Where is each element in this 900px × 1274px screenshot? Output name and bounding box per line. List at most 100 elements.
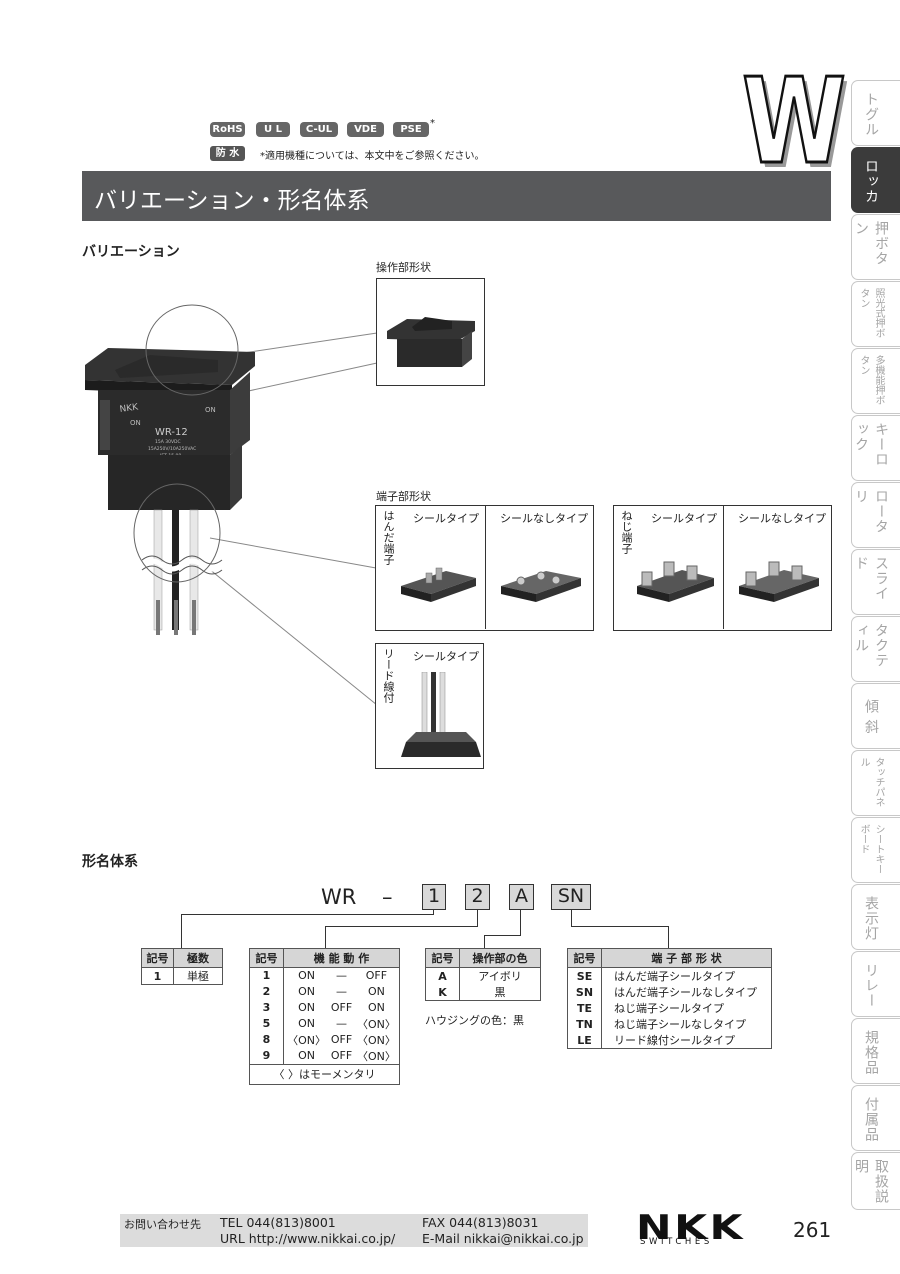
table-row: TE ねじ端子シールタイプ (567, 1000, 772, 1016)
connector-line (477, 910, 478, 927)
no-seal-type-label: シールなしタイプ (738, 512, 826, 525)
table-cell: 1 (249, 967, 284, 984)
cell-divider (723, 506, 724, 629)
tab-label: タクティル (853, 623, 889, 668)
tab-relay[interactable]: リレー (851, 951, 900, 1017)
connector-line (484, 935, 485, 948)
tab-multifunction-pushbutton[interactable]: 多機能押ボタン (851, 348, 900, 414)
email-link[interactable]: E-Mail nikkai@nikkai.co.jp (422, 1231, 584, 1246)
table-cell: ON (298, 985, 316, 998)
table-cell: 2 (249, 983, 284, 1000)
no-seal-type-label: シールなしタイプ (500, 512, 588, 525)
connector-line (668, 926, 669, 948)
tab-pushbutton[interactable]: 押ボタン (851, 214, 900, 280)
switch-model-mark: WR-12 (155, 427, 188, 438)
tab-label: 傾 斜 (863, 699, 879, 735)
table-cell: 〈ON〉 (353, 1015, 400, 1032)
cell-divider (485, 506, 486, 629)
tab-label: 表示灯 (863, 895, 879, 941)
page-number: 261 (793, 1218, 832, 1242)
connector-line (520, 910, 521, 936)
tab-label: スライド (853, 556, 889, 601)
tab-standard[interactable]: 規格品 (851, 1018, 900, 1084)
table-row: TN ねじ端子シールなしタイプ (567, 1016, 772, 1032)
momentary-footnote: 〈 〉はモーメンタリ (249, 1063, 400, 1085)
seal-type-label: シールタイプ (413, 650, 479, 663)
table-cell: — (335, 969, 347, 983)
switch-on-mark-right: ON (205, 406, 216, 414)
nkk-logo-subtitle: SWITCHES (640, 1237, 713, 1247)
connector-line (325, 926, 326, 948)
table-cell: SN (567, 984, 602, 1000)
table-cell: TE (567, 1000, 602, 1016)
connector-line (181, 914, 182, 948)
table-cell: — (335, 1017, 347, 1030)
applicable-note: *適用機種については、本文中をご参照ください。 (260, 151, 485, 162)
table-header: 記号 (425, 948, 460, 968)
table-cell: SE (567, 967, 602, 984)
solder-terminal-box: はんだ端子 シールタイプ シールなしタイプ (375, 505, 594, 631)
table-row: 9 ON OFF 〈ON〉 (249, 1047, 400, 1064)
contact-footer: お問い合わせ先 TEL 044(813)8001 FAX 044(813)803… (120, 1214, 588, 1247)
website-link[interactable]: URL http://www.nikkai.co.jp/ (220, 1231, 396, 1246)
tab-label: 取扱説明 (853, 1159, 889, 1204)
tab-toggle[interactable]: トグル (851, 80, 900, 146)
tab-accessories[interactable]: 付属品 (851, 1085, 900, 1151)
tab-label: 付属品 (863, 1096, 879, 1142)
table-row: LE リード線付シールタイプ (567, 1032, 772, 1049)
lead-wire-box: リード線付 シールタイプ (375, 643, 484, 769)
table-cell: ON (353, 983, 400, 1000)
terminal-table: 記号 端 子 部 形 状 SE はんだ端子シールタイプ SN はんだ端子シールな… (567, 948, 772, 1049)
tab-illuminated-pushbutton[interactable]: 照光式押ボタン (851, 281, 900, 347)
table-header: 操作部の色 (459, 948, 541, 968)
tab-keylock[interactable]: キーロック (851, 415, 900, 481)
tab-rotary[interactable]: ロータリ (851, 482, 900, 548)
table-cell: アイボリ (459, 967, 541, 984)
table-cell: 〈ON〉 (353, 1031, 400, 1048)
series-letter: W (741, 52, 848, 190)
page-title: バリエーション・形名体系 (94, 188, 370, 214)
table-footnote-row: 〈 〉はモーメンタリ (249, 1063, 400, 1085)
tab-tactile[interactable]: タクティル (851, 616, 900, 682)
table-cell: リード線付シールタイプ (601, 1032, 772, 1049)
tab-touch-panel[interactable]: タッチパネル (851, 750, 900, 816)
table-cell: ON (298, 1049, 316, 1062)
table-cell: 3 (249, 999, 284, 1016)
tab-label: タッチパネル (858, 757, 884, 807)
tab-instructions[interactable]: 取扱説明 (851, 1152, 900, 1210)
table-cell: はんだ端子シールなしタイプ (601, 984, 772, 1000)
table-cell: 〈ON〉 (353, 1047, 400, 1064)
contact-label: お問い合わせ先 (124, 1218, 201, 1231)
pse-badge: PSE (393, 122, 429, 137)
code-box-function: 2 (465, 884, 490, 910)
tab-label: トグル (863, 91, 879, 137)
terminal-shape-label: 端子部形状 (376, 490, 431, 503)
table-row: 2 ON — ON (249, 983, 400, 1000)
tab-label: シートキーボード (858, 824, 884, 874)
poles-table: 記号 極数 1 単極 (141, 948, 223, 985)
connector-line (433, 910, 434, 915)
table-header: 記号 (249, 948, 284, 968)
tab-indicator[interactable]: 表示灯 (851, 884, 900, 950)
table-cell: TN (567, 1016, 602, 1032)
switch-brand-mark: NKK (119, 402, 140, 415)
table-cell: 8 (249, 1031, 284, 1048)
table-cell: 1 (141, 967, 174, 985)
connector-line (484, 935, 521, 936)
table-cell: OFF (353, 967, 400, 984)
table-cell: — (335, 985, 347, 998)
tab-rocker[interactable]: ロッカ (851, 147, 900, 213)
table-row: 8 〈ON〉 OFF 〈ON〉 (249, 1031, 400, 1048)
tab-slide[interactable]: スライド (851, 549, 900, 615)
tab-sheet-keyboard[interactable]: シートキーボード (851, 817, 900, 883)
table-header: 機 能 動 作 (283, 948, 400, 968)
tab-tilt[interactable]: 傾 斜 (851, 683, 900, 749)
table-cell: 5 (249, 1015, 284, 1032)
connector-line (325, 926, 478, 927)
table-row: SE はんだ端子シールタイプ (567, 967, 772, 984)
table-header: 端 子 部 形 状 (601, 948, 772, 968)
table-row: 1 単極 (141, 967, 223, 985)
vde-badge: VDE (347, 122, 384, 137)
switch-on-mark-left: ON (130, 419, 141, 427)
lead-wire-label: リード線付 (382, 648, 395, 703)
